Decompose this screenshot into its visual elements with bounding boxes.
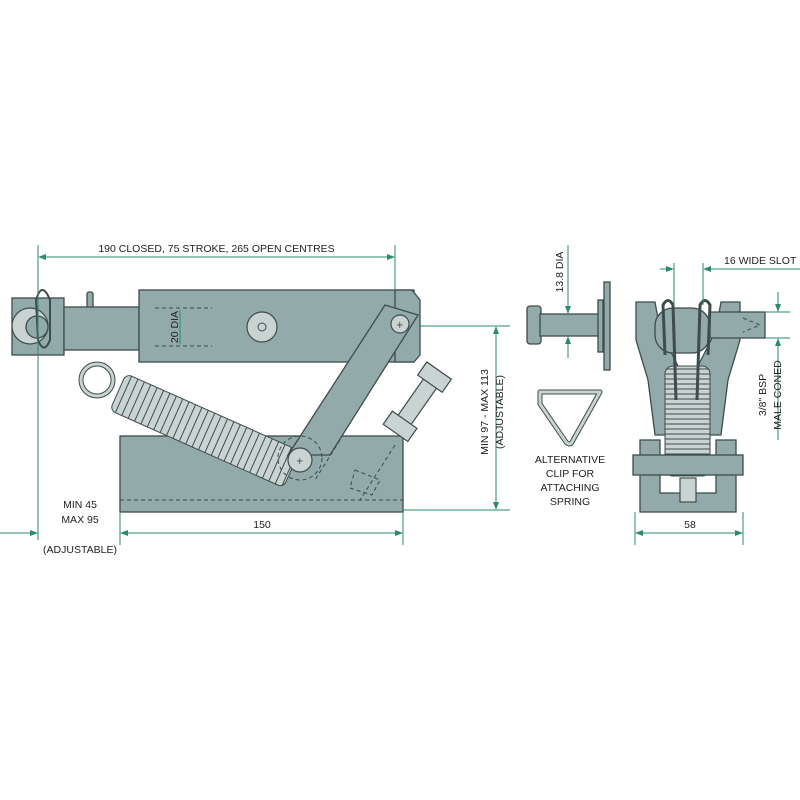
pin-view (526, 245, 611, 447)
height-range-label: MIN 97 - MAX 113 (479, 369, 491, 455)
pivot-pin (287, 447, 313, 473)
adjuster-bolt (382, 361, 453, 443)
link-arm (286, 304, 420, 456)
clip-caption: ALTERNATIVE CLIP FOR ATTACHING SPRING (520, 453, 620, 509)
thread-label-1: 3/8" BSP (757, 373, 769, 417)
grease-nipple (246, 311, 278, 343)
offset-note-label: (ADJUSTABLE) (43, 544, 117, 556)
clip-caption-line: ALTERNATIVE (534, 454, 606, 466)
offset-max-label: MAX 95 (61, 514, 99, 526)
rod-diameter-label: 20 DIA (169, 310, 181, 344)
clip-caption-line: ATTACHING (540, 482, 600, 494)
slot-width-label: 16 WIDE SLOT (724, 255, 797, 267)
pin (539, 313, 603, 337)
clip-caption-line: CLIP FOR (545, 468, 595, 480)
wire-clip (661, 299, 712, 401)
side-dimensions (0, 245, 510, 545)
base-length-label: 150 (253, 519, 271, 531)
end-width-label: 58 (684, 519, 696, 531)
side-view: + + (11, 289, 453, 513)
pin-diameter-label: 13.8 DIA (554, 251, 566, 293)
overall-length-label: 190 CLOSED, 75 STROKE, 265 OPEN CENTRES (98, 243, 335, 255)
clip-caption-line: SPRING (549, 496, 591, 508)
offset-min-label: MIN 45 (63, 499, 97, 511)
piston-rod (63, 306, 140, 351)
svg-text:+: + (296, 456, 304, 467)
r-clip (34, 289, 51, 349)
thread-label-2: MALE CONED (772, 360, 784, 430)
height-note-label: (ADJUSTABLE) (494, 375, 506, 449)
svg-text:+: + (396, 320, 404, 331)
end-view (632, 263, 800, 545)
